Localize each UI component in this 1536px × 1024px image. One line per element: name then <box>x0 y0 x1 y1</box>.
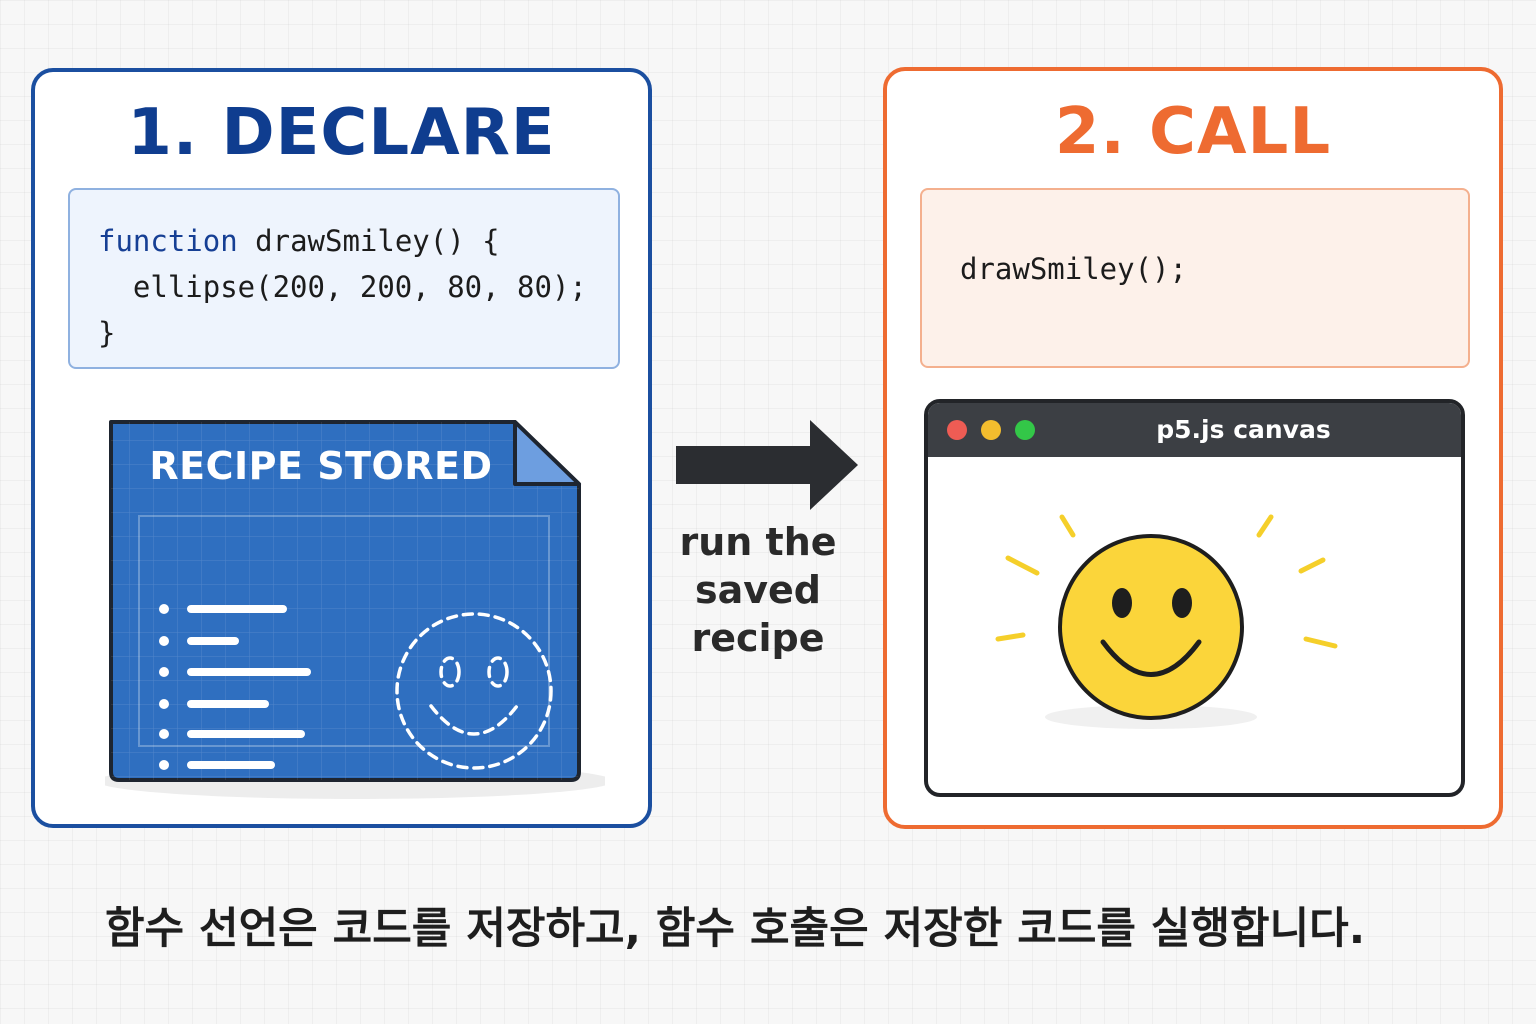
code-function-signature: drawSmiley() { <box>237 224 500 258</box>
code-line-2: ellipse(200, 200, 80, 80); <box>98 270 587 304</box>
code-line-1: function drawSmiley() { <box>98 218 618 264</box>
declare-code-block: function drawSmiley() { ellipse(200, 200… <box>68 188 620 369</box>
window-maximize-dot <box>1015 420 1035 440</box>
recipe-list-lines <box>159 604 311 770</box>
sun-rays <box>995 514 1338 649</box>
arrow-caption-line: recipe <box>691 616 825 660</box>
window-minimize-dot <box>981 420 1001 440</box>
blueprint-label: RECIPE STORED <box>149 444 493 488</box>
arrow-caption-line: saved <box>694 568 821 612</box>
call-code-block: drawSmiley(); <box>920 188 1470 368</box>
dashed-smiley-sketch <box>395 612 553 770</box>
document-blueprint-icon <box>105 420 605 799</box>
declare-panel: 1. DECLARE function drawSmiley() { ellip… <box>31 68 652 828</box>
arrow-caption-line: run the <box>679 520 837 564</box>
code-keyword: function <box>98 224 238 258</box>
code-line-3: } <box>98 316 116 350</box>
call-title: 2. CALL <box>1054 95 1332 169</box>
smiley-face-icon <box>995 514 1338 729</box>
window-close-dot <box>947 420 967 440</box>
window-titlebar: p5.js canvas <box>928 403 1461 457</box>
call-panel: 2. CALL drawSmiley(); p5.js canvas <box>883 67 1503 829</box>
window-title: p5.js canvas <box>1156 415 1331 444</box>
right-arrow-icon <box>676 420 858 510</box>
call-code-line: drawSmiley(); <box>960 252 1187 286</box>
p5-canvas-window: p5.js canvas <box>924 399 1465 797</box>
bottom-caption: 함수 선언은 코드를 저장하고, 함수 호출은 저장한 코드를 실행합니다. <box>104 904 1366 954</box>
arrow-caption: run the saved recipe <box>658 518 858 662</box>
declare-title: 1. DECLARE <box>127 96 556 170</box>
